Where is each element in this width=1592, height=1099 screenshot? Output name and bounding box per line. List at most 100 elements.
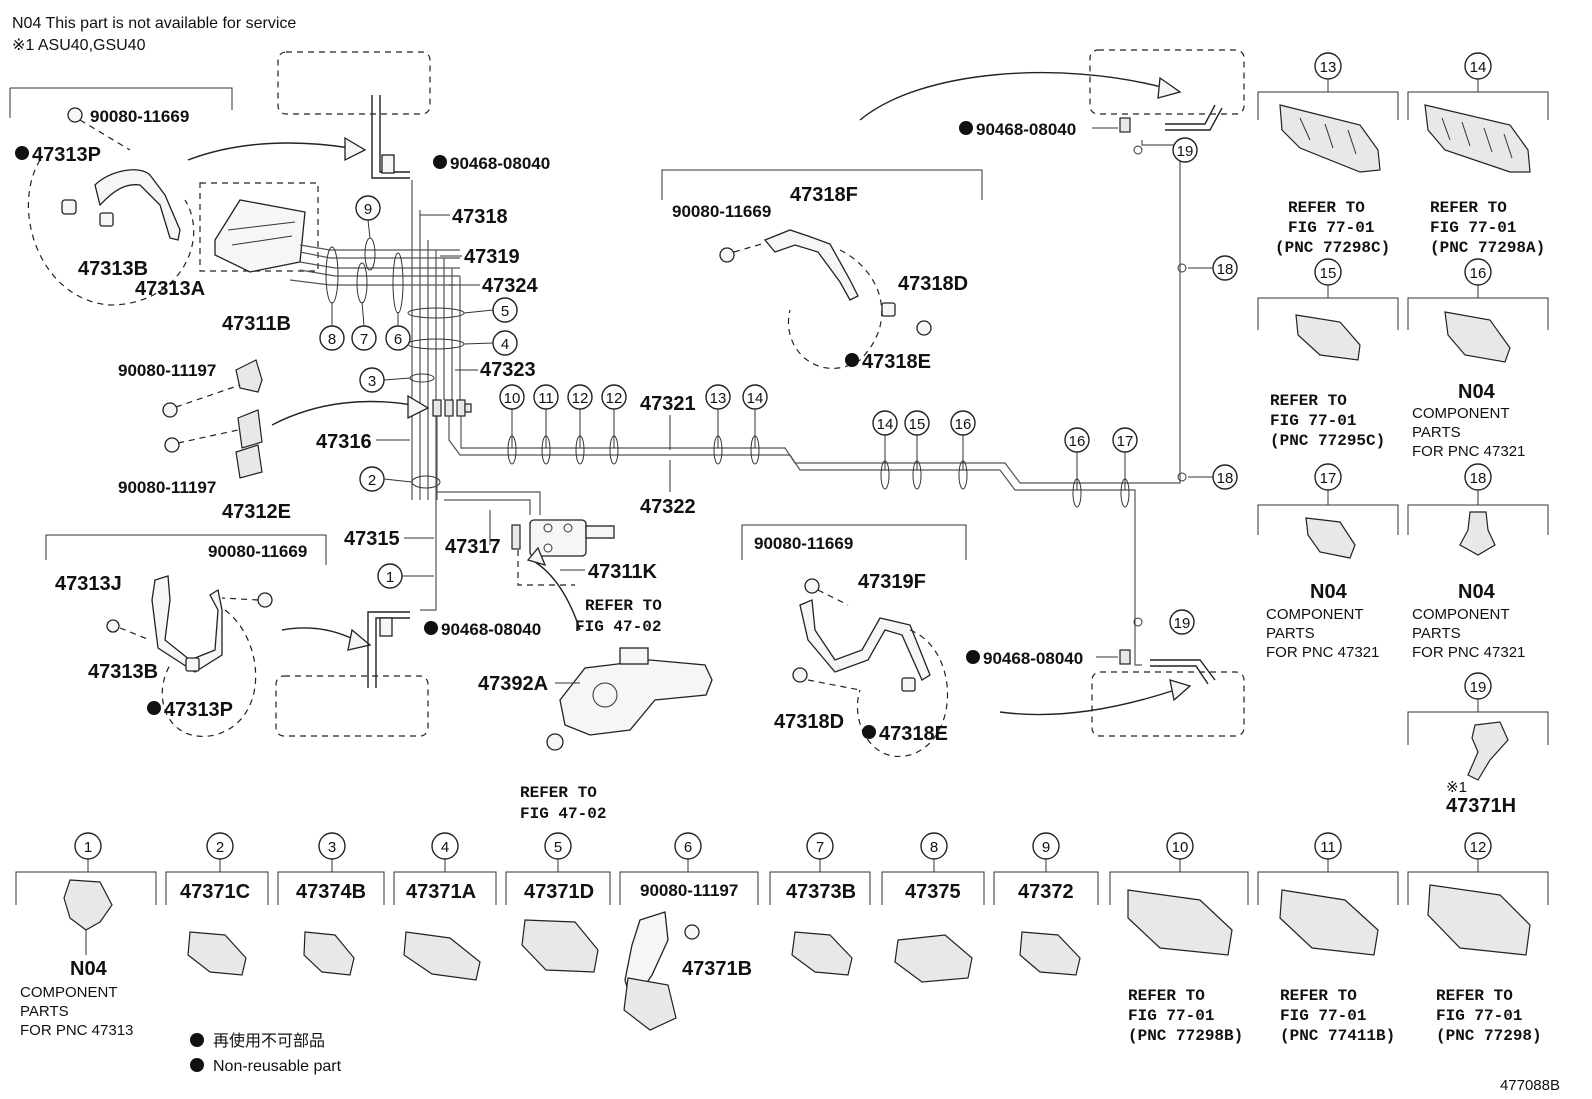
ref-15-line1: REFER TO xyxy=(1270,392,1347,410)
n04-1-line4: FOR PNC 47313 xyxy=(20,1022,133,1039)
svg-text:15: 15 xyxy=(1320,265,1337,282)
ref-10-line2: FIG 77-01 xyxy=(1128,1007,1214,1025)
label-47321: 47321 xyxy=(640,393,696,415)
svg-text:12: 12 xyxy=(1470,839,1487,856)
n04-18-line4: FOR PNC 47321 xyxy=(1412,644,1525,661)
bottom-part-47371A: 47371A xyxy=(406,881,476,903)
note-model-applicability: ※1 ASU40,GSU40 xyxy=(12,37,146,54)
svg-text:7: 7 xyxy=(816,839,824,856)
svg-text:2: 2 xyxy=(216,839,224,856)
label-90468-08040-top: 90468-08040 xyxy=(450,154,550,173)
svg-text:6: 6 xyxy=(684,839,692,856)
hose-group-47318F: 90080-11669 47318F 47318D 47318E xyxy=(661,169,983,373)
non-reusable-dot xyxy=(433,155,447,169)
svg-text:12: 12 xyxy=(572,390,589,407)
ref-10-line1: REFER TO xyxy=(1128,987,1205,1005)
svg-text:19: 19 xyxy=(1174,615,1191,632)
svg-text:1: 1 xyxy=(386,569,394,586)
label-90080-11669-47319F: 90080-11669 xyxy=(754,534,853,553)
label-47313B-top: 47313B xyxy=(78,258,148,280)
ref-13-line1: REFER TO xyxy=(1288,199,1365,217)
svg-text:15: 15 xyxy=(909,416,926,433)
svg-text:10: 10 xyxy=(504,390,521,407)
label-47313B-bottom: 47313B xyxy=(88,661,158,683)
bottom-part-47372: 47372 xyxy=(1018,881,1074,903)
svg-text:5: 5 xyxy=(554,839,562,856)
n04-17-line2: COMPONENT xyxy=(1266,606,1364,623)
label-90468-08040-bottom-right: 90468-08040 xyxy=(983,649,1083,668)
svg-text:16: 16 xyxy=(1069,433,1086,450)
label-47319F: 47319F xyxy=(858,571,926,593)
bottom-part-90080-11197: 90080-11197 xyxy=(640,881,738,900)
n04-16-line3: PARTS xyxy=(1412,424,1461,441)
bottom-part-47373B: 47373B xyxy=(786,881,856,903)
svg-text:17: 17 xyxy=(1320,470,1337,487)
svg-text:9: 9 xyxy=(1042,839,1050,856)
hose-group-47319F: 90080-11669 47319F 47318D 47318E xyxy=(741,524,967,757)
svg-text:18: 18 xyxy=(1217,470,1234,487)
label-47318E-top: 47318E xyxy=(862,351,931,373)
bottom-clip-catalog: 1 N04 COMPONENT PARTS FOR PNC 47313 2 47… xyxy=(15,832,1549,1045)
n04-16-line2: COMPONENT xyxy=(1412,405,1510,422)
svg-text:9: 9 xyxy=(364,201,372,218)
svg-text:4: 4 xyxy=(441,839,449,856)
svg-text:10: 10 xyxy=(1172,839,1189,856)
non-reusable-dot xyxy=(862,725,876,739)
n04-1-line2: COMPONENT xyxy=(20,984,118,1001)
n04-1-line3: PARTS xyxy=(20,1003,69,1020)
n04-1-line1: N04 xyxy=(70,958,108,980)
svg-text:11: 11 xyxy=(538,390,554,407)
ref-12-line2: FIG 77-01 xyxy=(1436,1007,1522,1025)
ref-13-line2: FIG 77-01 xyxy=(1288,219,1374,237)
ref-13-line3: (PNC 77298C) xyxy=(1275,239,1390,257)
body-outline-top xyxy=(277,51,431,115)
bottom-part-47371B: 47371B xyxy=(682,958,752,980)
tube-bundle xyxy=(289,140,1181,666)
front-right-hose-group: 90080-11669 47313J 47313B 47313P xyxy=(45,534,372,737)
ref-11-line3: (PNC 77411B) xyxy=(1280,1027,1395,1045)
legend: 再使用不可部品 Non-reusable part xyxy=(190,1032,342,1075)
n04-17-line3: PARTS xyxy=(1266,625,1315,642)
n04-18-line2: COMPONENT xyxy=(1412,606,1510,623)
ref-fig-47-02-b-line1: REFER TO xyxy=(520,784,597,802)
ref-11-line1: REFER TO xyxy=(1280,987,1357,1005)
ref-15-line3: (PNC 77295C) xyxy=(1270,432,1385,450)
label-star1: ※1 xyxy=(1446,779,1467,796)
n04-16-line4: FOR PNC 47321 xyxy=(1412,443,1525,460)
label-47313J: 47313J xyxy=(55,573,122,595)
label-47318F: 47318F xyxy=(790,184,858,206)
legend-text-en: Non-reusable part xyxy=(213,1058,342,1075)
front-left-hose-group: 90080-11669 47313P 47313B 47313A xyxy=(9,87,367,306)
figure-id: 477088B xyxy=(1500,1077,1560,1094)
body-outline-bottom-right xyxy=(1091,671,1245,737)
n04-17-line4: FOR PNC 47321 xyxy=(1266,644,1379,661)
valve-47311K: 47311K REFER TO FIG 47-02 xyxy=(511,519,662,636)
ref-14-line1: REFER TO xyxy=(1430,199,1507,217)
svg-text:11: 11 xyxy=(1320,839,1336,856)
bottom-part-47371C: 47371C xyxy=(180,881,250,903)
svg-text:3: 3 xyxy=(368,373,376,390)
ref-14-line2: FIG 77-01 xyxy=(1430,219,1516,237)
label-47317: 47317 xyxy=(445,536,501,558)
label-90468-08040-top-right: 90468-08040 xyxy=(976,120,1076,139)
label-47371H: 47371H xyxy=(1446,795,1516,817)
label-47316: 47316 xyxy=(316,431,372,453)
label-47313A: 47313A xyxy=(135,278,205,300)
ref-11-line2: FIG 77-01 xyxy=(1280,1007,1366,1025)
svg-text:13: 13 xyxy=(710,390,727,407)
svg-text:17: 17 xyxy=(1117,433,1134,450)
non-reusable-dot xyxy=(147,701,161,715)
svg-text:16: 16 xyxy=(955,416,972,433)
tube-callouts: 9 8 7 6 5 4 3 2 1 10 11 12 12 13 14 14 1… xyxy=(319,137,1238,635)
label-90080-11669-left: 90080-11669 xyxy=(208,542,307,561)
svg-text:12: 12 xyxy=(606,390,623,407)
label-90468-08040-bottom: 90468-08040 xyxy=(441,620,541,639)
right-clip-catalog: 13 REFER TO FIG 77-01 (PNC 77298C) 14 RE… xyxy=(1257,52,1549,817)
label-47313P-top: 47313P xyxy=(32,144,101,166)
label-47392A: 47392A xyxy=(478,673,548,695)
bottom-part-47375: 47375 xyxy=(905,881,961,903)
svg-text:19: 19 xyxy=(1470,679,1487,696)
non-reusable-dot xyxy=(845,353,859,367)
ref-15-line2: FIG 77-01 xyxy=(1270,412,1356,430)
